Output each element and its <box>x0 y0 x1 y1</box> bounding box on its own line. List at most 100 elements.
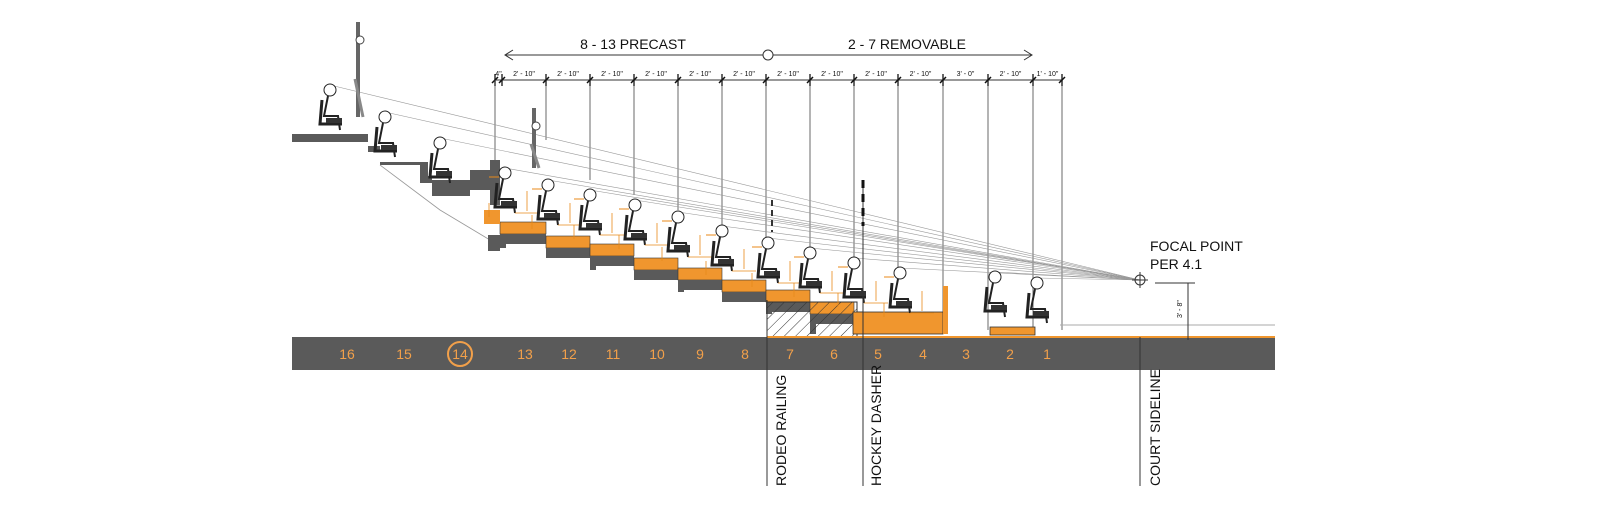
dim-tick-slash <box>630 76 638 84</box>
rodeo-hatch <box>766 301 858 338</box>
dim-label: 2' - 10" <box>645 71 667 78</box>
row-number: 2 <box>1006 346 1014 362</box>
tier-precast <box>722 292 766 302</box>
tier-riser <box>721 279 767 293</box>
dim-tick-slash <box>674 76 682 84</box>
sight-line <box>809 247 1141 281</box>
row-number: 9 <box>696 346 704 362</box>
tier-start-riser <box>484 210 500 224</box>
dim-tick-slash <box>498 76 506 84</box>
row-number: 8 <box>741 346 749 362</box>
spectators <box>318 22 1049 324</box>
sight-line <box>767 237 1141 281</box>
spectator <box>705 224 756 275</box>
spectator <box>751 236 802 287</box>
removable-risers <box>852 286 1275 336</box>
row-number: 3 <box>962 346 970 362</box>
sight-line <box>677 211 1141 281</box>
tier-riser <box>633 257 679 271</box>
spectator <box>983 270 1007 318</box>
dim-label: 2' - 10" <box>733 71 755 78</box>
tier-precast-side <box>722 292 728 302</box>
spectator <box>573 188 624 239</box>
row-number: 4 <box>919 346 927 362</box>
sight-line <box>721 225 1141 281</box>
dim-tick-slash <box>762 76 770 84</box>
tier-precast <box>678 280 722 290</box>
tier-riser <box>589 243 635 257</box>
dim-label: 2' - 10" <box>689 71 711 78</box>
standing-figure <box>353 22 365 118</box>
dim-tick-slash <box>542 76 550 84</box>
spectator <box>488 166 539 217</box>
dim-tick-slash <box>1058 76 1066 84</box>
spectator <box>793 246 844 297</box>
row-number: 10 <box>649 346 665 362</box>
court-sideline-label: COURT SIDELINE <box>1147 369 1163 486</box>
row-number: 16 <box>339 346 355 362</box>
dim-label: 2' - 10" <box>557 71 579 78</box>
upper-stair <box>292 134 500 241</box>
sight-line <box>439 137 1141 281</box>
dim-tick-slash <box>586 76 594 84</box>
spectator <box>428 136 452 184</box>
dim-label: 2' - 10" <box>601 71 623 78</box>
dim-label: 1' - 10" <box>1037 71 1059 78</box>
header-dimension: 8 - 13 PRECAST 2 - 7 REMOVABLE <box>504 36 1033 61</box>
removable-label: 2 - 7 REMOVABLE <box>848 36 966 52</box>
tier-precast-side <box>500 234 506 248</box>
spectator <box>318 83 342 131</box>
row-number: 15 <box>396 346 412 362</box>
sight-line <box>634 199 1141 281</box>
focal-point-line2: PER 4.1 <box>1150 256 1202 272</box>
tier-riser <box>499 221 547 235</box>
tier-riser <box>545 235 591 249</box>
tier-precast-side <box>546 248 552 256</box>
dim-tick-slash <box>984 76 992 84</box>
sight-line <box>853 257 1141 281</box>
dim-tick-slash <box>1029 76 1037 84</box>
precast-label: 8 - 13 PRECAST <box>580 36 686 52</box>
floor-band <box>292 337 1275 370</box>
dim-tick-slash <box>850 76 858 84</box>
hockey-dasher-label: HOCKEY DASHER <box>868 365 884 486</box>
sight-line <box>589 189 1141 281</box>
row-number: 1 <box>1043 346 1051 362</box>
dim-label: 3' - 0" <box>957 71 975 78</box>
dim-label: 4" <box>495 71 502 78</box>
sight-line <box>504 167 1141 281</box>
dim-label: 2' - 10" <box>777 71 799 78</box>
sight-lines <box>329 84 1141 281</box>
tier-riser <box>765 289 811 303</box>
row-number: 12 <box>561 346 577 362</box>
dim-label: 2' - 10" <box>910 71 932 78</box>
sight-line <box>1036 277 1141 281</box>
tier-precast <box>634 270 678 280</box>
sight-line <box>547 179 1141 281</box>
dim-label: 2' - 10" <box>513 71 535 78</box>
focal-point-line1: FOCAL POINT <box>1150 238 1243 254</box>
dim-tick-slash <box>718 76 726 84</box>
spectator <box>618 198 669 249</box>
row-number: 7 <box>786 346 794 362</box>
dim-label: 2' - 10" <box>1000 71 1022 78</box>
tier-precast <box>546 248 590 258</box>
tier-precast <box>590 256 634 266</box>
tier-riser <box>677 267 723 281</box>
dim-tick-slash <box>939 76 947 84</box>
standing-figure <box>529 108 541 169</box>
focal-height-dim: 3' - 8" <box>1177 300 1184 318</box>
focal-point: FOCAL POINT PER 4.1 3' - 8" <box>1132 238 1243 340</box>
tier-precast-side <box>634 270 640 280</box>
row-number: 13 <box>517 346 533 362</box>
spectator <box>883 266 934 317</box>
dim-tick-slash <box>894 76 902 84</box>
dim-label: 2' - 10" <box>821 71 843 78</box>
vertical-markers: RODEO RAILING HOCKEY DASHER COURT SIDELI… <box>766 180 1163 486</box>
spectator <box>373 110 397 158</box>
spectator <box>531 178 582 229</box>
tier-precast <box>500 234 546 244</box>
dim-tick-slash <box>806 76 814 84</box>
